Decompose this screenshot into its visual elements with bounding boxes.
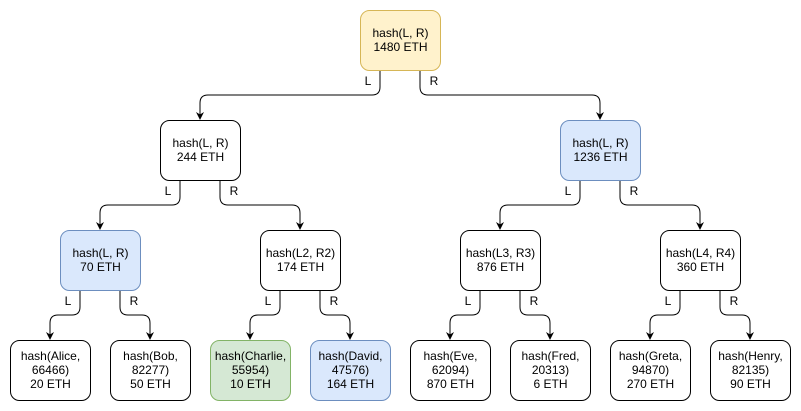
node-text-line: 50 ETH <box>130 377 171 391</box>
node-box <box>310 340 391 401</box>
node-text-line: 10 ETH <box>230 377 271 391</box>
node-david: hash(David,47576)164 ETH <box>310 340 391 401</box>
node-text-line: 90 ETH <box>730 377 771 391</box>
edge-label-l1a-l2b: R <box>230 184 239 198</box>
edge-l1a-l2a <box>96 180 181 230</box>
edge-label-l2a-alice: L <box>65 294 72 308</box>
edge-l2b-david <box>319 290 354 340</box>
edge-l2a-alice <box>46 290 81 340</box>
node-text-line: hash(Charlie, <box>215 349 286 363</box>
node-bob: hash(Bob,82277)50 ETH <box>110 340 191 401</box>
node-text-line: 360 ETH <box>677 260 724 274</box>
node-text-line: hash(Henry, <box>718 349 782 363</box>
node-text-line: hash(L, R) <box>372 26 428 40</box>
node-box <box>510 340 591 401</box>
node-box <box>610 340 691 401</box>
edge-label-l2a-bob: R <box>130 294 139 308</box>
node-charlie: hash(Charlie,55954)10 ETH <box>210 340 291 401</box>
edge-label-root-l1a: L <box>365 74 372 88</box>
node-text-line: 70 ETH <box>80 260 121 274</box>
node-text-line: 66466) <box>32 363 69 377</box>
edge-label-l2b-charlie: L <box>265 294 272 308</box>
node-box <box>160 120 241 181</box>
node-text-line: 270 ETH <box>627 377 674 391</box>
edge-label-l2b-david: R <box>330 294 339 308</box>
node-l2c: hash(L3, R3)876 ETH <box>460 230 541 291</box>
edge-label-l2d-greta: L <box>665 294 672 308</box>
node-text-line: hash(L, R) <box>172 136 228 150</box>
node-l2b: hash(L2, R2)174 ETH <box>260 230 341 291</box>
edge-label-l1b-l2d: R <box>630 184 639 198</box>
node-text-line: 20313) <box>532 363 569 377</box>
node-text-line: 244 ETH <box>177 150 224 164</box>
edge-l1b-l2d <box>619 180 704 230</box>
node-text-line: 870 ETH <box>427 377 474 391</box>
edges-layer: L R L R L R L R L R L R L R <box>46 70 754 340</box>
node-text-line: 876 ETH <box>477 260 524 274</box>
node-text-line: 62094) <box>432 363 469 377</box>
node-l2d: hash(L4, R4)360 ETH <box>660 230 741 291</box>
node-l2a: hash(L, R)70 ETH <box>60 230 141 291</box>
edge-l2d-henry <box>719 290 754 340</box>
node-greta: hash(Greta,94870)270 ETH <box>610 340 691 401</box>
node-text-line: hash(Bob, <box>123 349 178 363</box>
node-text-line: 20 ETH <box>30 377 71 391</box>
node-box <box>460 230 541 291</box>
node-box <box>210 340 291 401</box>
node-root: hash(L, R)1480 ETH <box>360 10 441 71</box>
node-box <box>710 340 791 401</box>
node-box <box>360 10 441 71</box>
edge-root-l1b <box>419 70 604 120</box>
edge-l2c-fred <box>519 290 554 340</box>
node-box <box>10 340 91 401</box>
node-box <box>560 120 641 181</box>
node-text-line: hash(Eve, <box>423 349 477 363</box>
node-text-line: 6 ETH <box>533 377 567 391</box>
node-fred: hash(Fred,20313)6 ETH <box>510 340 591 401</box>
node-text-line: 82277) <box>132 363 169 377</box>
edge-l1b-l2c <box>496 180 581 230</box>
edge-label-l1a-l2a: L <box>165 184 172 198</box>
node-text-line: 164 ETH <box>327 377 374 391</box>
node-box <box>260 230 341 291</box>
node-text-line: 47576) <box>332 363 369 377</box>
node-alice: hash(Alice,66466)20 ETH <box>10 340 91 401</box>
node-text-line: hash(David, <box>318 349 382 363</box>
edge-l2c-eve <box>446 290 481 340</box>
node-l1a: hash(L, R)244 ETH <box>160 120 241 181</box>
node-text-line: 55954) <box>232 363 269 377</box>
node-text-line: 1480 ETH <box>373 40 427 54</box>
node-box <box>410 340 491 401</box>
edge-l2b-charlie <box>246 290 281 340</box>
node-box <box>660 230 741 291</box>
node-henry: hash(Henry,82135)90 ETH <box>710 340 791 401</box>
node-text-line: hash(L, R) <box>572 136 628 150</box>
node-text-line: hash(L3, R3) <box>466 246 535 260</box>
edge-label-l1b-l2c: L <box>565 184 572 198</box>
node-text-line: 82135) <box>732 363 769 377</box>
edge-label-root-l1b: R <box>430 74 439 88</box>
edge-label-l2c-eve: L <box>465 294 472 308</box>
node-eve: hash(Eve,62094)870 ETH <box>410 340 491 401</box>
node-text-line: hash(Alice, <box>21 349 80 363</box>
edge-label-l2d-henry: R <box>730 294 739 308</box>
node-l1b: hash(L, R)1236 ETH <box>560 120 641 181</box>
edge-l2a-bob <box>119 290 154 340</box>
node-text-line: 1236 ETH <box>573 150 627 164</box>
edge-l2d-greta <box>646 290 681 340</box>
edge-root-l1a <box>196 70 381 120</box>
edge-l1a-l2b <box>219 180 304 230</box>
node-text-line: hash(L4, R4) <box>666 246 735 260</box>
node-text-line: 94870) <box>632 363 669 377</box>
node-box <box>60 230 141 291</box>
node-text-line: hash(L, R) <box>72 246 128 260</box>
node-text-line: hash(L2, R2) <box>266 246 335 260</box>
node-box <box>110 340 191 401</box>
node-text-line: hash(Greta, <box>619 349 682 363</box>
node-text-line: hash(Fred, <box>521 349 579 363</box>
edge-label-l2c-fred: R <box>530 294 539 308</box>
node-text-line: 174 ETH <box>277 260 324 274</box>
